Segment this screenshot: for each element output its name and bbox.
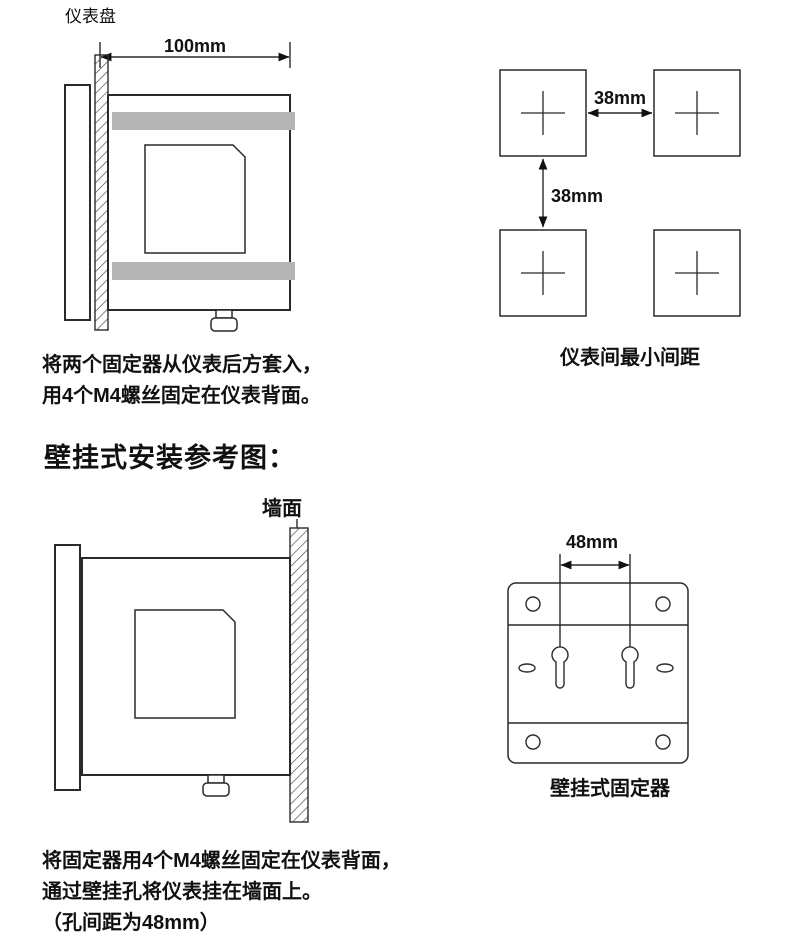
dim-48mm-label: 48mm xyxy=(566,532,618,552)
wall-cut-hatch xyxy=(289,527,309,823)
cross-mark xyxy=(675,91,719,135)
cable-gland xyxy=(202,774,230,797)
caption-line: 将两个固定器从仪表后方套入， xyxy=(42,354,322,376)
wall-mount-caption: 将固定器用4个M4螺丝固定在仪表背面， 通过壁挂孔将仪表挂在墙面上。 （孔间距为… xyxy=(42,846,401,939)
side-slots xyxy=(518,663,674,673)
bracket-diagram: 48mm xyxy=(507,532,689,764)
keyhole-slot xyxy=(551,646,569,689)
wall-mount-diagram: 墙面 xyxy=(54,496,309,823)
panel-mount-diagram: 仪表盘 100mm xyxy=(64,7,295,332)
caption-line: （孔间距为48mm） xyxy=(42,912,220,934)
caption-line: 用4个M4螺丝固定在仪表背面。 xyxy=(42,385,321,407)
wall-label: 墙面 xyxy=(262,496,302,520)
panel-cut-hatch xyxy=(94,54,109,331)
screw-hole xyxy=(525,596,541,612)
panel-mount-caption: 将两个固定器从仪表后方套入， 用4个M4螺丝固定在仪表背面。 xyxy=(42,350,322,412)
bracket-plate xyxy=(507,582,689,764)
meter-label-area xyxy=(134,609,236,719)
fixer-bar-top xyxy=(112,112,295,130)
side-slot xyxy=(518,663,536,673)
dim-100mm-label: 100mm xyxy=(164,36,226,56)
screw-hole xyxy=(525,734,541,750)
meter-label-area xyxy=(144,144,246,254)
meter-front-bezel xyxy=(54,544,81,791)
dim-38mm-horizontal: 38mm xyxy=(594,88,646,108)
caption-line: 通过壁挂孔将仪表挂在墙面上。 xyxy=(42,881,322,903)
fixer-bar-bottom xyxy=(112,262,295,280)
cable-gland xyxy=(210,309,238,332)
dim-38mm-vertical: 38mm xyxy=(551,186,603,206)
spacing-diagram: 38mm 38mm xyxy=(499,69,741,317)
panel-label: 仪表盘 xyxy=(65,7,116,26)
cross-mark xyxy=(521,91,565,135)
cross-marks xyxy=(521,91,719,295)
bracket-screw-holes xyxy=(525,596,671,750)
side-slot xyxy=(656,663,674,673)
spacing-diagram-label: 仪表间最小间距 xyxy=(560,347,700,369)
keyhole-slot xyxy=(621,646,639,689)
caption-line: 将固定器用4个M4螺丝固定在仪表背面， xyxy=(42,850,401,872)
bracket-label: 壁挂式固定器 xyxy=(550,778,670,800)
screw-hole xyxy=(655,734,671,750)
meter-front-bezel xyxy=(64,84,91,321)
screw-hole xyxy=(655,596,671,612)
cross-mark xyxy=(675,251,719,295)
keyhole-slots xyxy=(551,646,639,689)
cross-mark xyxy=(521,251,565,295)
wall-mount-heading: 壁挂式安装参考图： xyxy=(44,443,296,473)
